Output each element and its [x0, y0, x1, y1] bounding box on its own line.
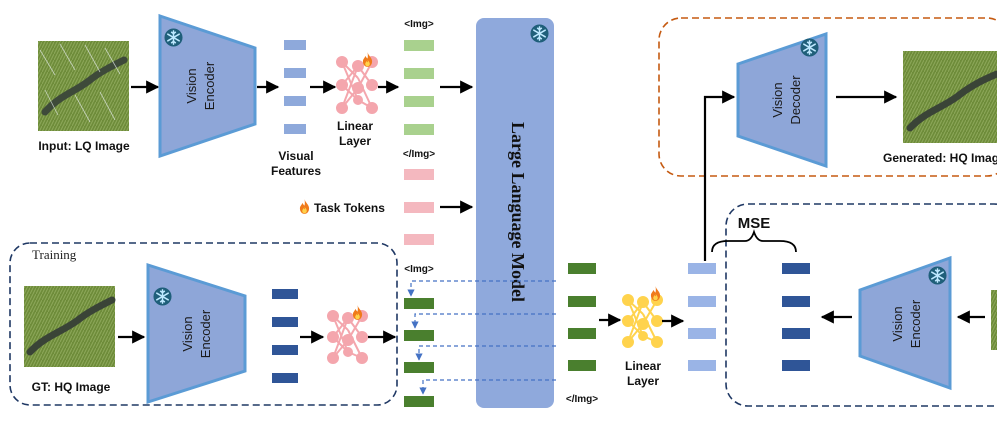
training-label: Training [32, 247, 77, 262]
img-close-bottom: </Img> [566, 394, 598, 405]
generated-hq-image [903, 51, 997, 143]
img-close-top: </Img> [403, 149, 435, 160]
snowflake-icon [928, 266, 947, 285]
mse-brace [711, 229, 797, 253]
snowflake-icon [153, 287, 172, 306]
fire-icon [299, 199, 310, 214]
decoder-arrow [703, 90, 736, 261]
img-open-bottom: <Img> [404, 264, 434, 275]
image-tokens-top [404, 40, 434, 135]
large-language-model: Large Language Model [476, 18, 554, 408]
llm-label: Large Language Model [508, 122, 528, 302]
linear-layer-output [622, 294, 663, 348]
autoregressive-links [407, 280, 556, 395]
img-open-top: <Img> [404, 19, 434, 30]
fire-icon [650, 286, 661, 301]
input-lq-label: Input: LQ Image [38, 139, 130, 153]
generation-box [658, 17, 997, 177]
target-features [782, 263, 810, 371]
mse-label: MSE [738, 215, 771, 232]
lq-image [38, 41, 129, 131]
task-tokens-label: Task Tokens [314, 201, 385, 215]
predicted-features [688, 263, 716, 371]
task-tokens [404, 169, 434, 245]
mse-box [725, 203, 997, 407]
linear-layer-training [327, 310, 368, 364]
generated-hq-label: Generated: HQ Image [883, 151, 997, 165]
gt-image-edge [991, 290, 997, 350]
training-box [9, 242, 398, 406]
gt-features [272, 289, 298, 383]
snowflake-icon [800, 38, 819, 57]
hq-tokens-output [568, 263, 596, 371]
snowflake-icon [530, 24, 549, 43]
fire-icon [362, 52, 373, 67]
hq-tokens-input [404, 298, 434, 407]
linear-layer-top [336, 56, 378, 114]
snowflake-icon [164, 28, 183, 47]
gt-hq-label: GT: HQ Image [32, 380, 111, 394]
fire-icon [352, 305, 363, 320]
visual-features [284, 40, 306, 134]
gt-hq-image [24, 286, 116, 367]
